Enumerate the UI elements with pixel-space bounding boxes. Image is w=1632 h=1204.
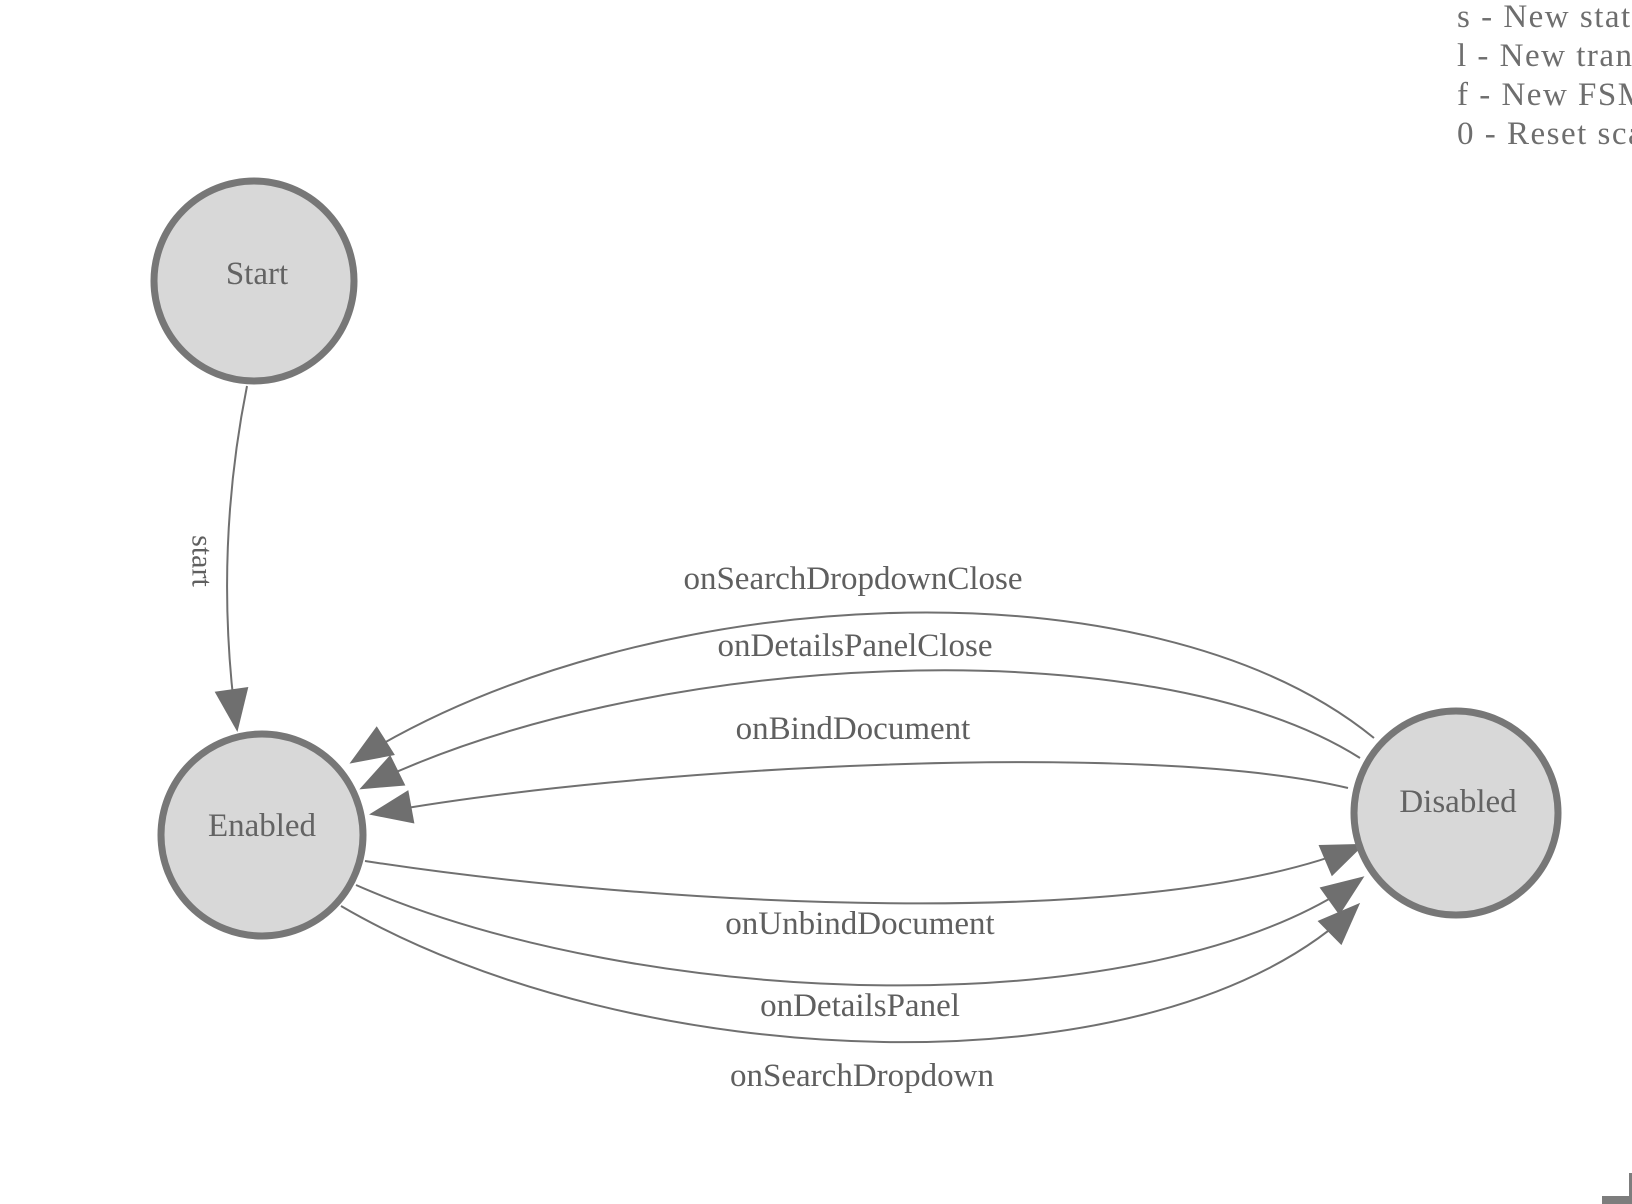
legend-line: 0 - Reset scale [1457,116,1632,152]
state-label: Disabled [1399,784,1517,820]
edge-ondetailspanel[interactable] [355,876,1365,987]
corner-horizontal-bar [1602,1196,1632,1204]
edge-onbinddocument[interactable] [369,761,1349,824]
legend-line: l - New transition [1457,38,1632,74]
state-label: Enabled [208,808,317,844]
edge-onsearchdropdownclose[interactable] [349,611,1375,764]
edge-onunbinddocument[interactable] [364,843,1365,905]
legend-line: s - New state [1457,0,1632,35]
edge-onsearchdropdown[interactable] [340,902,1361,1044]
state-node-enabled[interactable]: Enabled [157,730,367,940]
edge-label-onunbinddocument: onUnbindDocument [725,906,994,942]
state-node-disabled[interactable]: Disabled [1350,707,1562,919]
state-label: Start [226,256,288,292]
edge-ondetailspanelclose[interactable] [359,669,1361,790]
hotkey-legend: s - New state l - New transition f - New… [1457,0,1632,154]
state-circle [1350,707,1562,919]
corner-vertical-bar [1629,1173,1632,1204]
state-node-start[interactable]: Start [150,177,358,385]
edge-label-onsearchdropdown: onSearchDropdown [730,1058,994,1094]
edge-label-start: start [186,535,219,587]
state-circle [157,730,367,940]
legend-line: f - New FSM [1457,77,1632,113]
edge-start[interactable] [214,385,249,732]
edge-label-ondetailspanel: onDetailsPanel [760,988,960,1024]
edge-label-onsearchdropdownclose: onSearchDropdownClose [683,561,1022,597]
edge-label-onbinddocument: onBindDocument [736,711,971,747]
edge-label-ondetailspanelclose: onDetailsPanelClose [718,628,993,664]
state-circle [150,177,358,385]
